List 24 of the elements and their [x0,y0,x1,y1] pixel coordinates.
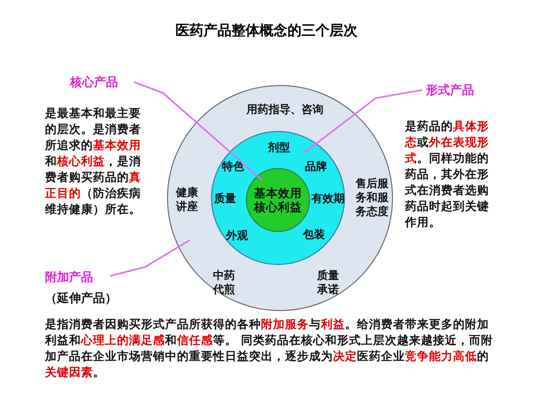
ring-label: 品牌 [304,160,328,174]
leader-line [110,239,190,277]
ring-label: 外观 [224,229,249,243]
ring-label: 剂型 [266,141,291,155]
ring-label: 用药指导、咨询 [245,103,324,117]
description-text: 是最基本和最主要的层次。是消费者所追求的基本效用和核心利益，是消费者购买药品的真正目的（防治疾病维持健康）所在。 [45,105,142,217]
ring-label: 中药代煎 [212,269,236,297]
ring-label: 特色 [220,160,245,174]
callout-label: 形式产品 [426,82,474,99]
ring-label: 质量 [213,192,237,206]
description-text: 是指消费者因购买形式产品所获得的各种附加服务与利益。给消费者带来更多的附加利益和心理上的满足感和信任感等。 同类药品在核心和形式上层次越来越接近，而附加产品在企业市场营销中的重要性日益突出，逐步成为决定医药企业竞争能力高低的关键因素。 [45,316,494,380]
leader-line [304,89,422,154]
note-text: （延伸产品） [45,290,117,306]
title: 医药产品整体概念的三个层次 [174,22,358,40]
ring-label: 包装 [302,228,326,242]
callout-label: 附加产品 [45,269,93,286]
ring-label: 质量承诺 [316,269,340,297]
description-text: 是药品的具体形态或外在表现形式。同样功能的药品，其外在形式在消费者选购药品时起到关键作用。 [405,118,490,230]
callout-label: 核心产品 [70,74,118,91]
ring-label: 售后服务和服务态度 [354,177,390,219]
ring-label: 有效期 [310,192,346,206]
leader-line [134,81,263,181]
ring-label: 健康讲座 [174,186,199,214]
core-label: 基本效用核心利益 [252,186,303,214]
